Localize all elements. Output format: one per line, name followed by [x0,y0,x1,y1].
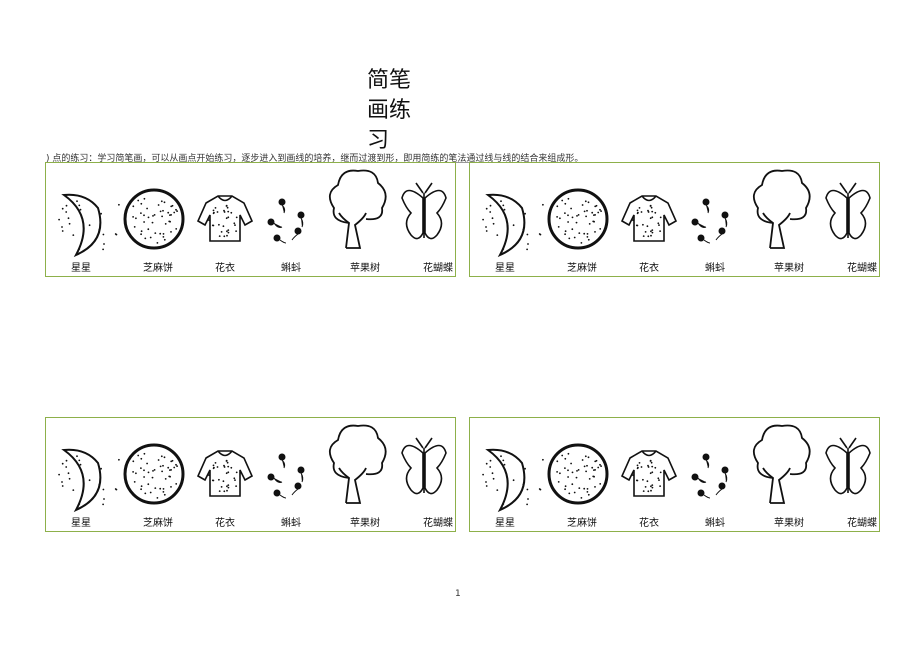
sesame-cake-drawing [547,188,609,250]
drawing-panel: 星星 芝麻饼 花衣 蝌蚪 苹果树 花蝴蝶 [469,162,880,277]
sesame-cake-drawing [123,188,185,250]
drawing-label: 芝麻饼 [143,518,173,529]
apple-tree-drawing [328,424,387,504]
sesame-cake-drawing [547,443,609,505]
tadpoles-drawing [691,198,729,244]
moon-stars-drawing [58,448,120,513]
drawing-label: 蝌蚪 [705,518,725,529]
drawing-label: 芝麻饼 [567,518,597,529]
drawing-label: 蝌蚪 [705,263,725,274]
butterfly-drawing [825,182,871,240]
tadpoles-drawing [691,453,729,499]
moon-stars-drawing [58,193,120,258]
drawing-label: 花衣 [215,263,235,274]
drawing-label: 星星 [495,518,515,529]
drawing-label: 星星 [71,263,91,274]
drawing-label: 花衣 [215,518,235,529]
drawing-label: 花衣 [639,263,659,274]
drawing-label: 星星 [495,263,515,274]
drawing-label: 花衣 [639,518,659,529]
drawing-label: 芝麻饼 [143,263,173,274]
apple-tree-drawing [752,424,811,504]
drawing-label: 芝麻饼 [567,263,597,274]
tadpoles-drawing [267,198,305,244]
drawing-label: 蝌蚪 [281,263,301,274]
drawing-label: 花蝴蝶 [423,263,453,274]
drawing-label: 苹果树 [774,263,804,274]
intro-text: ) 点的练习：学习简笔画，可以从画点开始练习，逐步进入到画线的培养，继而过渡到形… [46,154,584,164]
flower-shirt-drawing [620,195,678,242]
drawing-label: 苹果树 [350,263,380,274]
drawing-label: 花蝴蝶 [847,263,877,274]
page-number: 1 [455,589,461,599]
apple-tree-drawing [328,169,387,249]
flower-shirt-drawing [196,195,254,242]
drawing-panel: 星星 芝麻饼 花衣 蝌蚪 苹果树 花蝴蝶 [469,417,880,532]
drawing-label: 花蝴蝶 [847,518,877,529]
butterfly-drawing [401,437,447,495]
drawing-label: 苹果树 [774,518,804,529]
butterfly-drawing [401,182,447,240]
tadpoles-drawing [267,453,305,499]
sesame-cake-drawing [123,443,185,505]
drawing-label: 星星 [71,518,91,529]
drawing-panel: 星星 芝麻饼 花衣 蝌蚪 苹果树 花蝴蝶 [45,162,456,277]
flower-shirt-drawing [196,450,254,497]
flower-shirt-drawing [620,450,678,497]
drawing-label: 苹果树 [350,518,380,529]
moon-stars-drawing [482,448,544,513]
drawing-label: 花蝴蝶 [423,518,453,529]
butterfly-drawing [825,437,871,495]
moon-stars-drawing [482,193,544,258]
apple-tree-drawing [752,169,811,249]
page-title: 简笔画练习 [367,68,412,153]
drawing-label: 蝌蚪 [281,518,301,529]
drawing-panel: 星星 芝麻饼 花衣 蝌蚪 苹果树 花蝴蝶 [45,417,456,532]
